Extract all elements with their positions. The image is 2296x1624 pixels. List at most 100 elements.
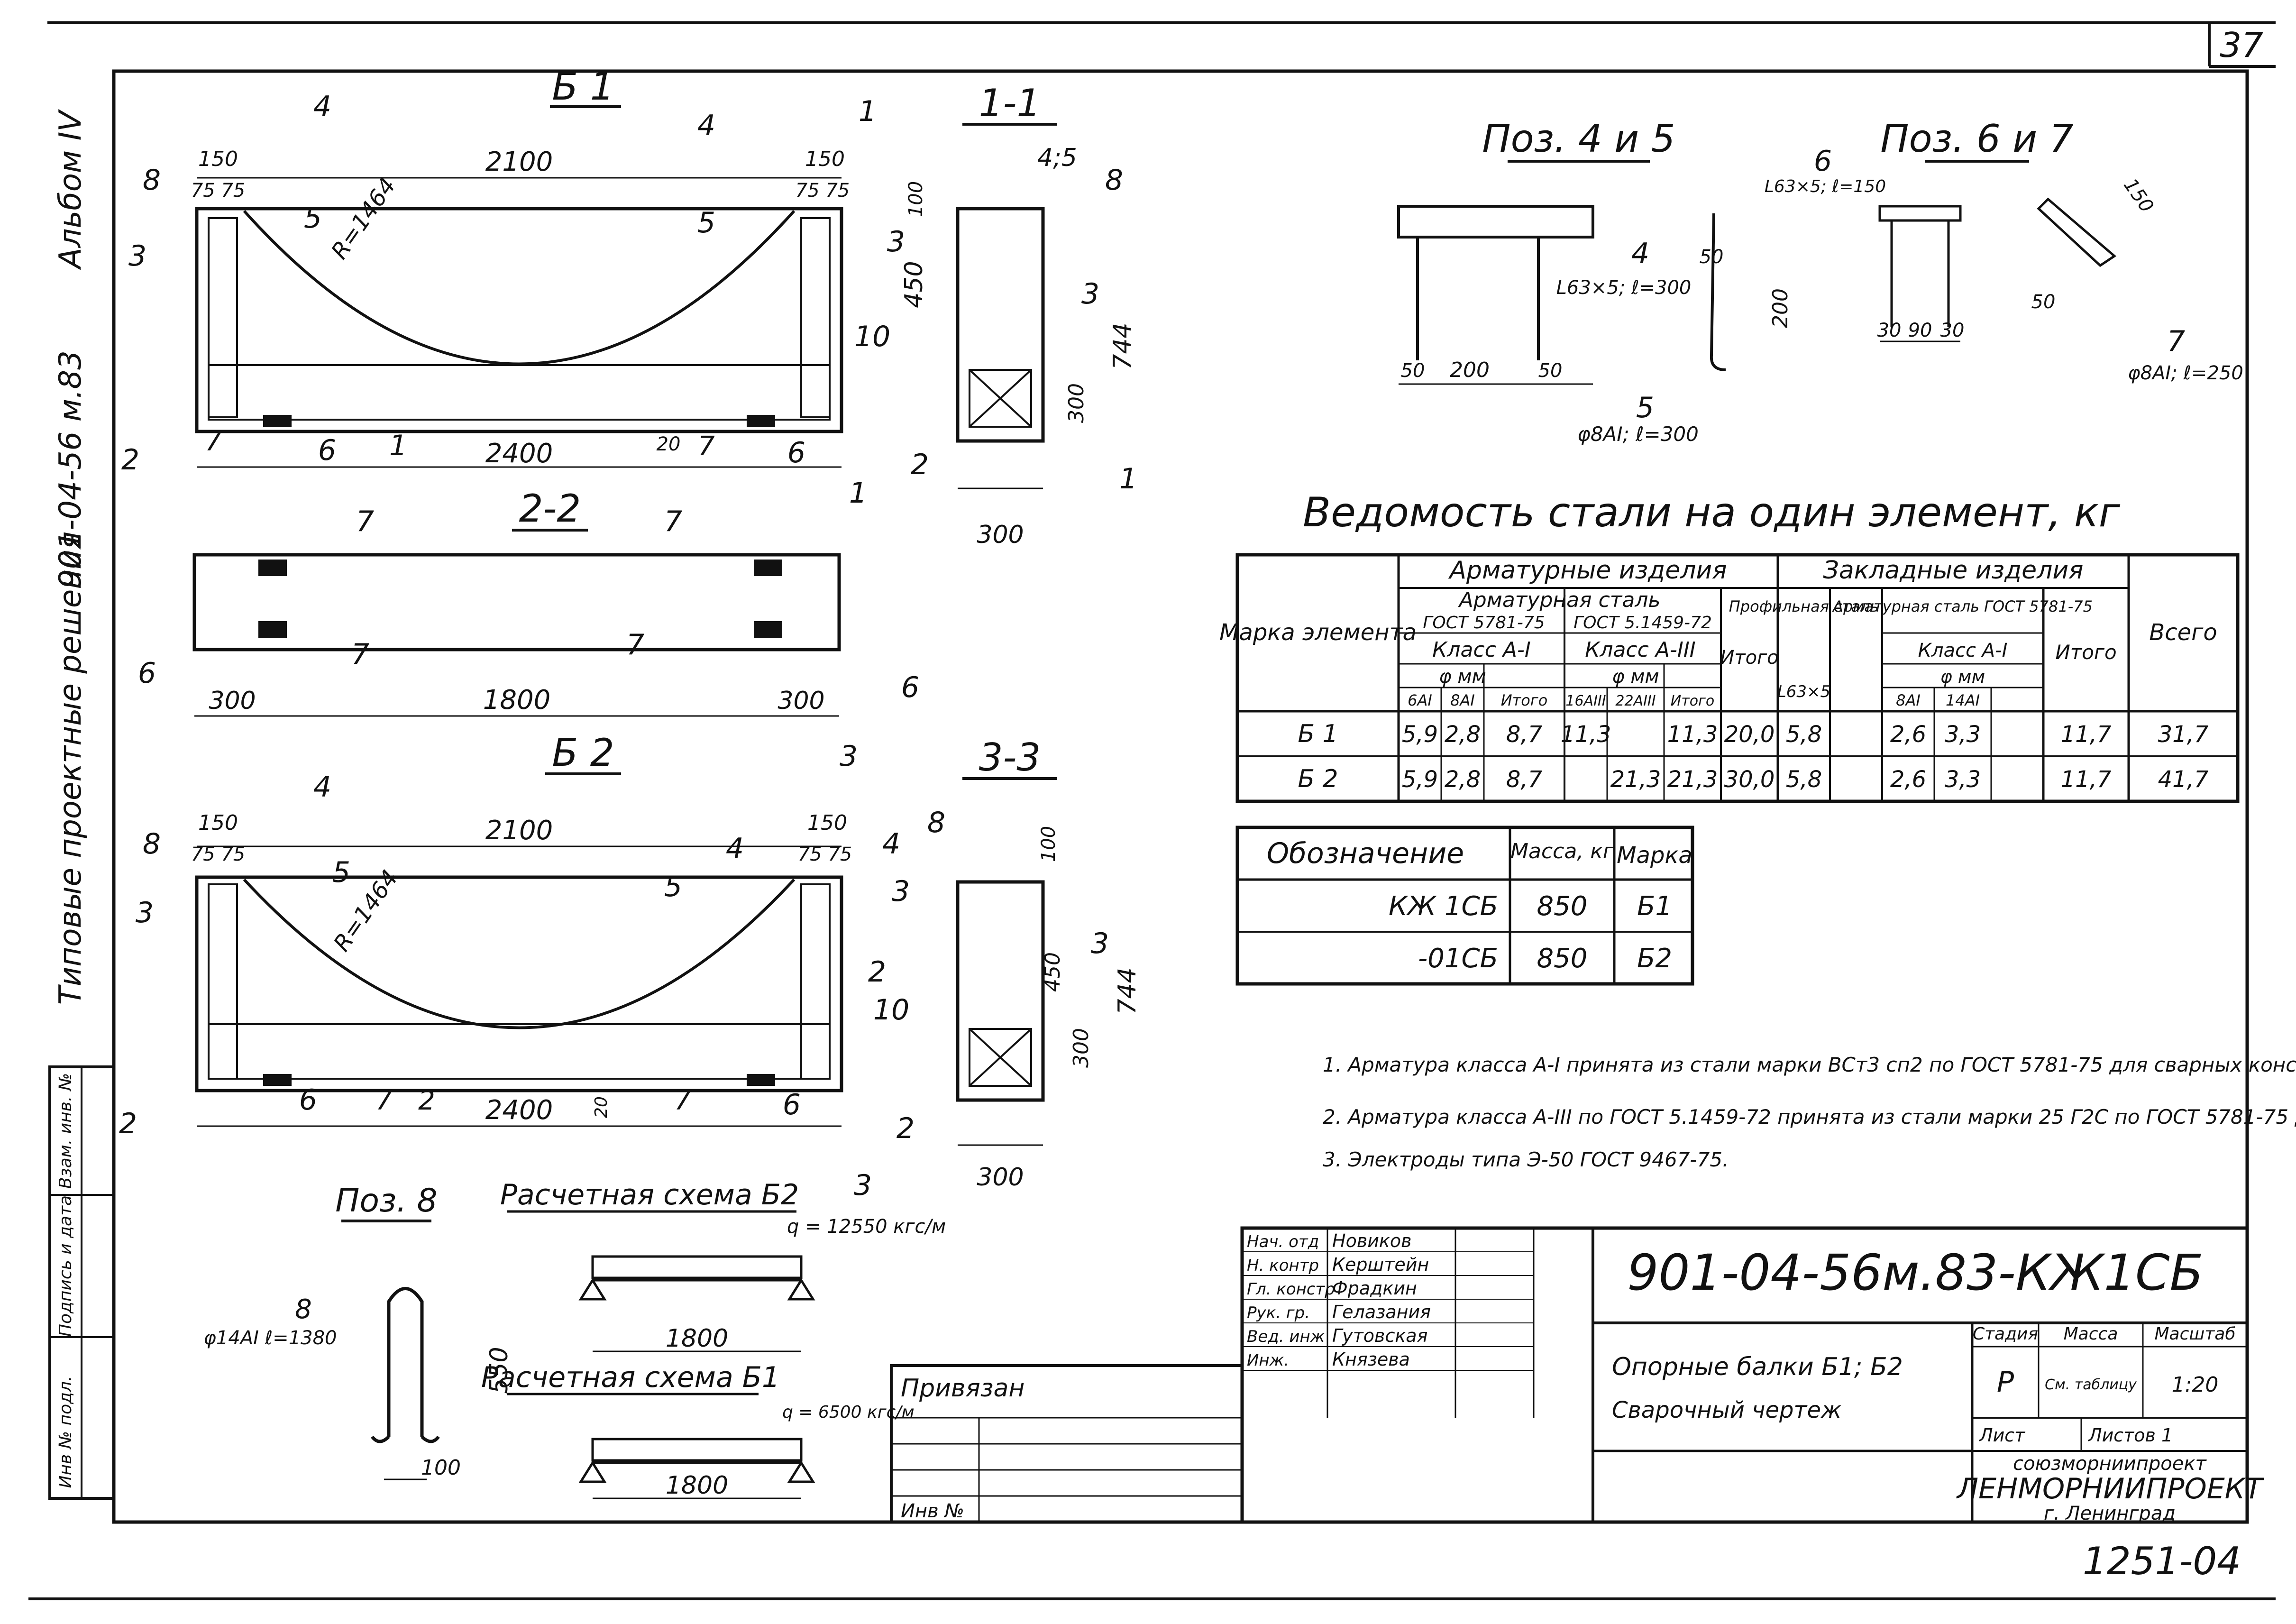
pos45-dim-50-top: 50 (1700, 246, 1724, 268)
b1-mark-8: 8 (143, 164, 161, 197)
st-sub-7: 8AI (1896, 691, 1921, 709)
st-h-rebar-steel: Арматурная сталь (1458, 588, 1661, 612)
b1-mark-3-right: 3 (887, 225, 905, 258)
st-r1-c0: Б 1 (1298, 720, 1338, 748)
st-h-itogo2: Итого (2055, 641, 2116, 664)
st-r2-c0: Б 2 (1298, 765, 1338, 793)
strip-sign-label: Подпись и дата (56, 1195, 75, 1337)
b1-radius: R=1464 (326, 173, 401, 264)
b2-mark-6-left: 6 (299, 1083, 317, 1117)
b2-dim-7575-right: 75 75 (798, 844, 852, 865)
series-label: 901-04-56 м.83 (53, 350, 88, 588)
tb-org2: ЛЕНМОРНИИПРОЕКТ (1956, 1472, 2264, 1505)
sec22-dim-300-right: 300 (778, 687, 824, 715)
st-r1-c14: 31,7 (2158, 721, 2209, 748)
b1-dim-7575-left: 75 75 (191, 180, 246, 202)
st-h-rebar-items: Арматурные изделия (1448, 556, 1727, 585)
design-scheme-b2: Расчетная схема Б2 q = 12550 кгс/м 1800 (500, 1178, 946, 1353)
b2-dim-150-left: 150 (198, 811, 238, 835)
st-sub-4: 22AIII (1615, 693, 1656, 709)
sec22-plate-left-top (258, 560, 287, 576)
st-r1-c13: 11,7 (2061, 721, 2112, 748)
stamp-number: 1251-04 (2083, 1539, 2241, 1583)
b1-mark-7-left: 7 (205, 426, 222, 457)
strip-replace-label: Взам. инв. № (56, 1073, 75, 1189)
sec11-dim-744: 744 (1108, 322, 1137, 369)
sec33-mark-2: 2 (868, 955, 886, 989)
tb-sheet: Лист (1978, 1425, 2026, 1446)
st-h-profile: Профильная сталь (1729, 597, 1879, 615)
sec33-dim-450: 450 (1041, 952, 1065, 992)
staff-role-6: Инж. (1247, 1351, 1289, 1370)
tb-org1: союзморниипроект (2013, 1453, 2207, 1475)
b2-mark-2: 2 (418, 1085, 435, 1116)
scheme-b2-span: 1800 (666, 1324, 728, 1353)
b2-mark-7-right: 7 (674, 1085, 691, 1116)
b1-arc-cutout (243, 210, 796, 366)
section-1-1: 1-1 300 450 744 300 100 4;5 8 3 1 (900, 81, 1137, 549)
scheme-b1-span: 1800 (666, 1471, 728, 1500)
st-h-phi2: φ мм (1612, 666, 1659, 688)
b1-mark-1: 1 (389, 429, 407, 462)
b2-mark-4-right: 4 (726, 832, 744, 865)
tb-inv-no: Инв № (901, 1500, 964, 1522)
st-r1-c7: 20,0 (1724, 721, 1775, 748)
steel-row-b2: Б 2 5,9 2,8 8,7 21,3 21,3 30,0 5,8 2,6 3… (1298, 765, 2209, 793)
b2-dim-2400: 2400 (485, 1095, 553, 1126)
st-h-phi3: φ мм (1940, 666, 1985, 687)
sec11-mark-3: 3 (1081, 277, 1099, 311)
st-r2-c13: 11,7 (2061, 766, 2112, 793)
st-h-gost1: ГОСТ 5781-75 (1423, 613, 1545, 633)
pos-6-7-detail: Поз. 6 и 7 6 L63×5; ℓ=150 30 90 30 50 15… (1765, 117, 2243, 384)
sec11-dim-300: 300 (977, 521, 1024, 549)
b2-dim-2100: 2100 (485, 815, 553, 846)
b2-mark-8: 8 (143, 827, 161, 861)
st-r1-c2: 2,8 (1445, 721, 1481, 748)
b1-dim-150-right: 150 (805, 147, 845, 171)
st-r2-c5: 21,3 (1610, 766, 1661, 793)
sheet-number: 37 (2220, 25, 2263, 65)
steel-table-title: Ведомость стали на один элемент, кг (1303, 489, 2121, 536)
sec33-mark-8: 8 (927, 806, 945, 839)
st-sub-1: 8AI (1450, 691, 1475, 709)
staff-name-5: Гутовская (1332, 1325, 1427, 1346)
sec22-plate-left-bottom (258, 621, 287, 638)
beam-b2-elevation: Б 2 2100 150 150 75 75 75 75 R=1464 2400… (119, 731, 915, 1202)
sec33-dim-100: 100 (1038, 826, 1060, 862)
staff-role-5: Вед. инж (1247, 1327, 1325, 1346)
strip-inv-label: Инв № подл. (56, 1376, 75, 1488)
b2-mark-6-right: 6 (783, 1088, 801, 1121)
spec-r1-designation: КЖ 1СБ (1389, 891, 1498, 922)
staff-name-6: Князева (1332, 1349, 1410, 1370)
st-r2-c7: 30,0 (1724, 766, 1775, 793)
sec22-mark-7-tl: 7 (356, 505, 374, 538)
b1-dim-20: 20 (657, 433, 681, 455)
note-3: 3. Электроды типа Э-50 ГОСТ 9467-75. (1323, 1148, 1729, 1171)
sec22-plate-right-top (754, 560, 782, 576)
scheme-b2-title: Расчетная схема Б2 (500, 1178, 799, 1211)
b2-dim-20: 20 (592, 1096, 611, 1118)
st-r1-c8: 5,8 (1786, 721, 1822, 748)
st-h-class-a1b: Класс А-I (1918, 640, 2008, 661)
b2-mark-7-left: 7 (375, 1085, 393, 1116)
st-sub-3: 16AIII (1565, 693, 1606, 709)
staff-role-1: Нач. отд (1247, 1232, 1319, 1251)
b1-mark-10: 10 (854, 320, 890, 353)
b2-dim-7575-left: 75 75 (191, 844, 246, 865)
tb-h-scale: Масштаб (2154, 1324, 2235, 1344)
scheme-b1-load: q = 6500 кгс/м (782, 1403, 915, 1422)
b2-dim-150-right: 150 (807, 811, 847, 835)
sec11-title: 1-1 (979, 81, 1041, 125)
pos8-title: Поз. 8 (335, 1182, 437, 1220)
b1-embed-left (263, 415, 292, 427)
sec22-title: 2-2 (519, 486, 581, 531)
sec22-mark-7-br: 7 (626, 628, 644, 661)
sheet-frame (28, 21, 2276, 1600)
tb-desc2: Сварочный чертеж (1612, 1397, 1841, 1423)
staff-name-4: Гелазания (1332, 1302, 1431, 1322)
pos67-note-6: L63×5; ℓ=150 (1765, 177, 1886, 196)
sec11-mark-1: 1 (1119, 462, 1137, 495)
st-sub-0: 6AI (1408, 691, 1432, 709)
st-sub-8: 14AI (1946, 691, 1980, 709)
